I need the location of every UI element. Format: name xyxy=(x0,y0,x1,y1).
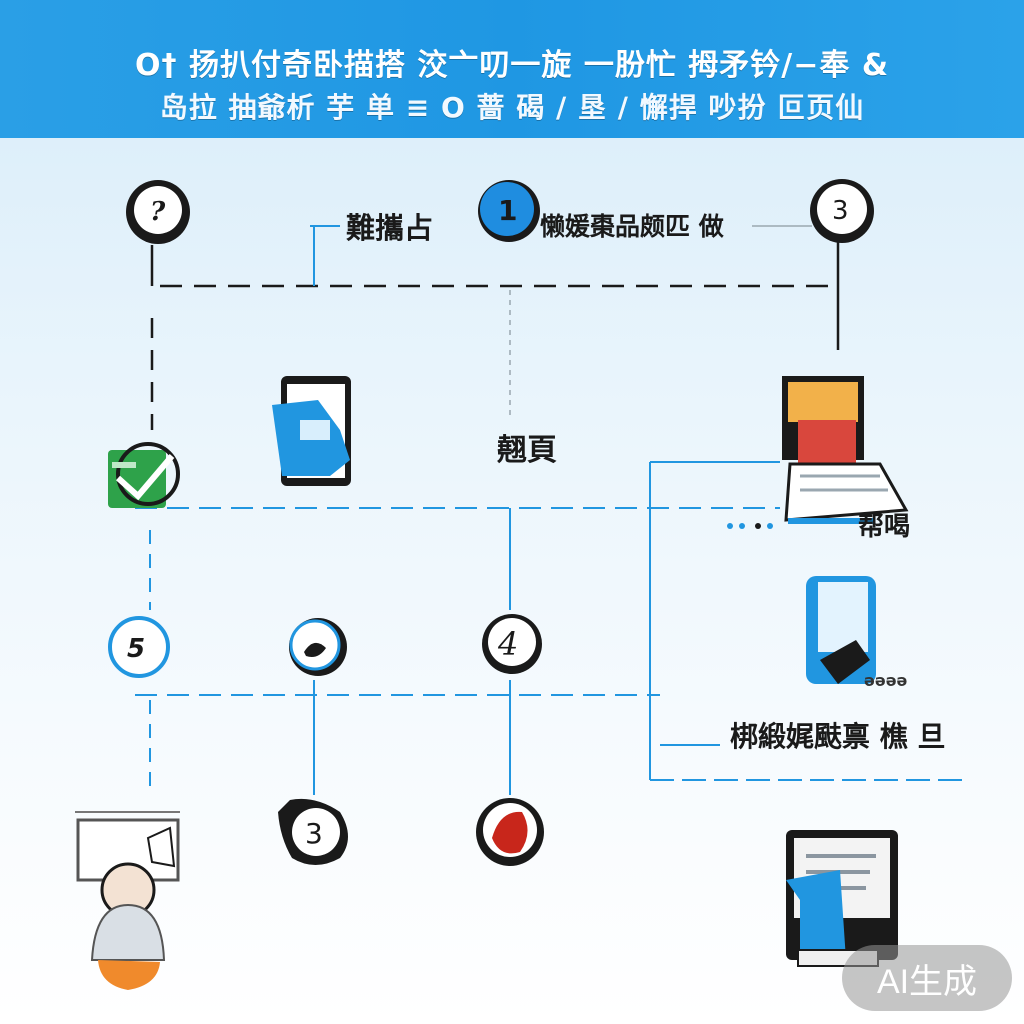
ai-generated-badge: AI生成 xyxy=(842,945,1012,1011)
node-number: 3 xyxy=(832,196,849,226)
printer-caption: 帮喝 xyxy=(858,512,911,542)
node-number: ? xyxy=(150,197,166,227)
header-banner: O† 扬扒付奇卧描搭 洨亠叨一旋 一朌忙 拇矛钤/−奉 & 岛拉 抽爺析 芋 单… xyxy=(0,0,1024,138)
node-number: 1 xyxy=(498,194,517,227)
caption-dots xyxy=(727,523,773,529)
right-caption: 梆緞娓颫禀 樵 旦 xyxy=(730,720,946,753)
tablet-icon xyxy=(272,376,351,486)
top-left-label: 難攜占 xyxy=(346,211,434,245)
node-bottom-center-left[interactable]: 3 xyxy=(278,798,348,865)
node-number: 5 xyxy=(127,634,145,664)
node-top-left[interactable]: ? xyxy=(126,180,190,244)
connector-lines xyxy=(75,225,965,813)
document-icon xyxy=(786,830,898,967)
node-mid-left[interactable]: 5 xyxy=(108,616,170,678)
center-label: 翹頁 xyxy=(497,433,557,468)
node-mid-center[interactable]: 4 xyxy=(482,614,542,674)
svg-text:ǝǝǝǝ: ǝǝǝǝ xyxy=(864,671,908,690)
node-mid-center-left[interactable] xyxy=(289,618,347,676)
node-top-center[interactable]: 1 xyxy=(478,180,540,242)
node-top-right[interactable]: 3 xyxy=(810,179,874,243)
page-subtitle: 岛拉 抽爺析 芋 单 ≡ O 蔷 碣 ∕ 垦 ∕ 懈捍 吵扮 叵页仙 xyxy=(159,91,865,124)
node-number: 4 xyxy=(497,625,518,663)
printer-icon xyxy=(782,376,909,524)
node-number: 3 xyxy=(305,817,323,850)
node-bottom-center[interactable] xyxy=(476,798,544,866)
green-check-icon xyxy=(108,442,180,508)
page-title: O† 扬扒付奇卧描搭 洨亠叨一旋 一朌忙 拇矛钤/−奉 & xyxy=(135,48,889,83)
person-icon xyxy=(76,818,180,990)
phone-hand-icon: ǝǝǝǝ xyxy=(806,576,908,690)
top-center-label: 懒媛棗品颇匹 做 xyxy=(540,212,724,241)
